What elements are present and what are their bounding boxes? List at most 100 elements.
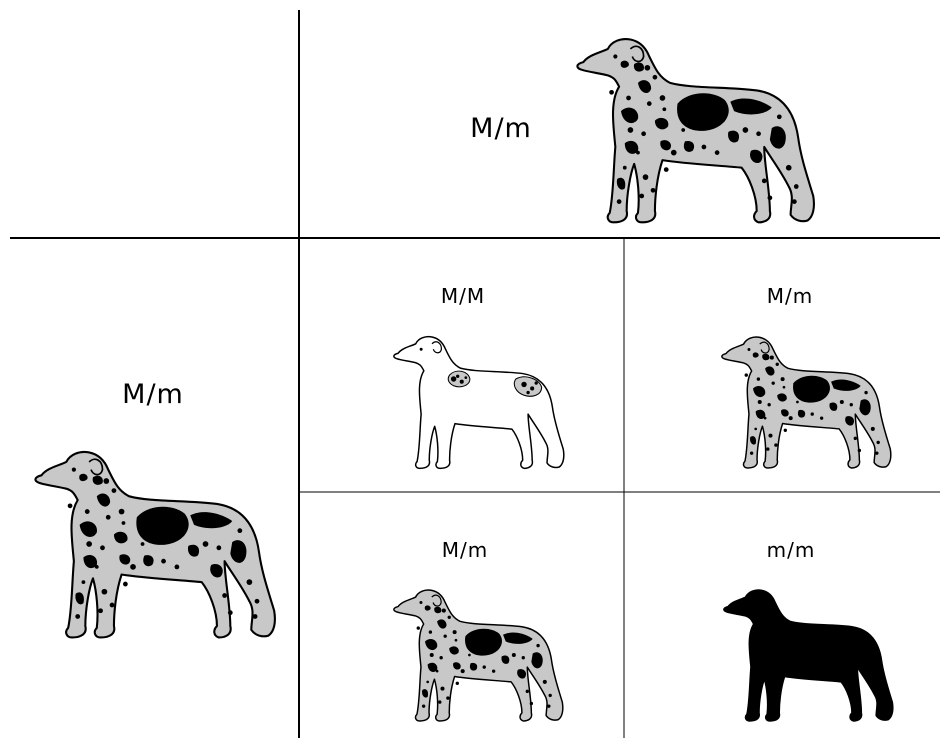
dog-double-merle-white-spot: [459, 379, 464, 384]
dog-merle-cell-top-right-spot: [769, 355, 774, 360]
dog-merle-parent-left-patch: [143, 555, 154, 567]
dog-merle-cell-top-right-spot: [754, 427, 758, 431]
dog-double-merle-white-spot: [534, 381, 538, 385]
dog-merle-cell-bottom-left: [393, 589, 564, 722]
dog-merle-parent-left-spot: [86, 541, 92, 547]
dog-merle-parent-top-patch: [750, 149, 763, 164]
dog-merle-parent-left-spot: [111, 488, 117, 493]
dog-merle-parent-left-spot: [118, 508, 125, 515]
dog-merle-parent-left-ear: [88, 458, 104, 476]
dog-merle-parent-top-patch: [769, 126, 786, 149]
dog-merle-cell-bottom-left-spot: [455, 681, 459, 685]
dog-merle-parent-left-spot: [67, 503, 73, 509]
dog-merle-parent-top-spot: [627, 127, 634, 133]
dog-merle-cell-top-right: [721, 336, 892, 469]
dog-merle-cell-top-right-patch: [755, 409, 766, 420]
dog-merle-parent-top-spot: [793, 184, 799, 189]
dog-merle-cell-bottom-left-spot: [447, 615, 451, 619]
dog-merle-cell-top-right-patch: [845, 416, 855, 426]
dog-merle-parent-left-spot: [94, 564, 99, 569]
dog-merle-parent-top-spot: [756, 131, 761, 137]
dog-merle-cell-bottom-left-patch: [453, 662, 461, 670]
dog-double-merle-white-merle-patch: [513, 376, 543, 397]
dog-merle-parent-top-spot: [622, 165, 627, 170]
dog-merle-parent-left-patch: [113, 531, 128, 544]
dog-merle-parent-top-spot: [609, 89, 614, 95]
dog-merle-parent-left-patch: [92, 475, 103, 485]
parent-left-genotype: M/m: [122, 379, 184, 410]
dog-merle-parent-top-spot: [681, 128, 686, 132]
dog-merle-cell-bottom-left-patch: [517, 669, 527, 679]
dog-merle-cell-top-right-spot: [870, 426, 875, 431]
dog-merle-cell-bottom-left-spot: [468, 653, 471, 657]
dog-merle-cell-top-right-body: [721, 336, 892, 469]
dog-merle-parent-top-spot: [650, 187, 656, 193]
dog-merle-cell-top-right-spot: [810, 412, 814, 416]
dog-merle-cell-top-right-ear: [759, 341, 770, 354]
dog-double-merle-white-spot: [456, 374, 460, 378]
dog-merle-cell-bottom-left-eye: [419, 601, 423, 604]
dog-merle-parent-left-spot: [100, 545, 105, 551]
dog-merle-cell-top-right-patch: [752, 352, 759, 358]
dog-merle-cell-bottom-left-spot: [435, 669, 439, 673]
dog-merle-parent-top-spot: [641, 131, 646, 137]
dog-merle-parent-top-spot: [776, 114, 782, 120]
dog-merle-parent-top-spot: [662, 107, 667, 112]
dog-merle-cell-bottom-left-spot: [542, 679, 547, 684]
cell-bottom-left-genotype: M/m: [441, 538, 489, 562]
dog-merle-parent-top-patch: [637, 80, 652, 94]
dog-merle-parent-top-patch: [660, 140, 672, 151]
dog-merle-cell-bottom-left-patch: [424, 605, 431, 611]
dog-merle-parent-left-spot: [246, 579, 253, 586]
dog-merle-cell-top-right-patch: [859, 399, 871, 416]
dog-merle-parent-left-patch: [136, 506, 189, 545]
dog-merle-cell-top-right-patch: [765, 366, 775, 376]
dog-double-merle-white-ear: [431, 341, 443, 354]
dog-merle-cell-bottom-left-spot: [452, 630, 457, 635]
dog-merle-cell-bottom-left-patch: [531, 652, 543, 669]
dog-merle-cell-top-right-spot: [749, 451, 754, 455]
dog-solid-black-body: [723, 589, 894, 722]
dog-merle-cell-bottom-left-spot: [460, 669, 465, 674]
dog-double-merle-white-spot: [521, 381, 527, 388]
cell-top-right-genotype: M/m: [766, 284, 814, 308]
dog-merle-cell-top-right-spot: [876, 440, 880, 445]
dog-merle-parent-left-spot: [75, 614, 81, 619]
dog-merle-parent-left-patch: [190, 512, 233, 529]
dog-merle-cell-bottom-left-body: [393, 589, 564, 722]
dog-merle-parent-top-spot: [663, 167, 669, 172]
dog-merle-parent-left-spot: [140, 542, 145, 546]
dog-merle-parent-top-spot: [639, 193, 645, 199]
dog-merle-cell-top-right-spot: [853, 436, 857, 441]
dog-merle-parent-top-patch: [621, 107, 639, 124]
dog-merle-parent-left-spot: [254, 598, 260, 604]
dog-merle-parent-left-spot: [222, 593, 227, 598]
dog-merle-parent-top: [576, 38, 815, 224]
dog-merle-cell-bottom-left-patch: [449, 646, 459, 655]
dog-merle-parent-top-patch: [654, 117, 669, 130]
dog-merle-cell-bottom-left-patch: [501, 655, 510, 664]
dog-merle-cell-top-right-spot: [857, 448, 862, 453]
dog-merle-cell-bottom-left-spot: [482, 665, 486, 669]
dog-merle-cell-top-right-spot: [756, 377, 761, 381]
dog-merle-parent-top-spot: [767, 195, 773, 201]
dog-merle-parent-left-spot: [81, 580, 86, 585]
dog-merle-cell-top-right-patch: [797, 409, 806, 418]
dog-merle-parent-top-body: [576, 38, 815, 224]
dog-merle-cell-bottom-left-spot: [441, 608, 446, 613]
dog-merle-cell-top-right-spot: [775, 362, 779, 366]
dog-merle-parent-top-spot: [792, 199, 797, 204]
dog-merle-parent-left-patch: [79, 521, 97, 538]
dog-merle-cell-top-right-spot: [875, 451, 879, 455]
dog-merle-parent-left-spot: [121, 521, 126, 525]
dog-merle-parent-left-body: [34, 450, 276, 639]
dog-merle-cell-top-right-patch: [777, 393, 787, 402]
dog-merle-cell-top-right-spot: [805, 389, 809, 393]
dog-merle-cell-bottom-left-spot: [429, 652, 434, 658]
dog-merle-parent-top-spot: [636, 150, 640, 155]
dog-merle-parent-left-spot: [227, 610, 233, 616]
dog-merle-cell-bottom-left-spot: [496, 646, 500, 650]
dog-merle-parent-left-spot: [180, 532, 185, 537]
dog-merle-parent-left-spot: [252, 614, 258, 619]
